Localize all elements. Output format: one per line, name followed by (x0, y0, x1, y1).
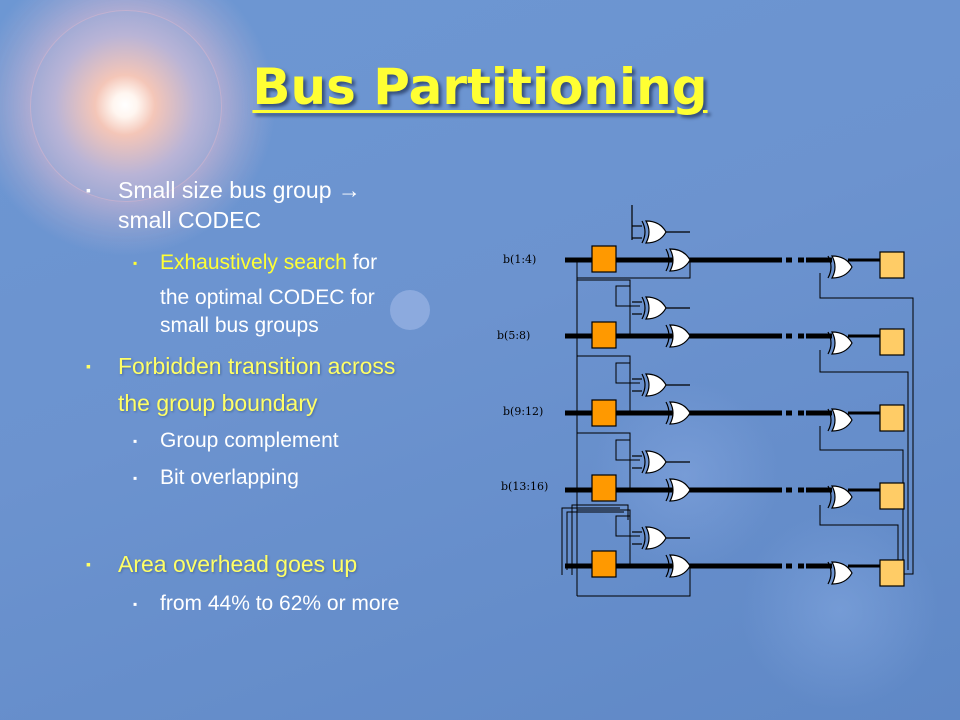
bullet-marker: ▪ (133, 434, 138, 448)
subbullet-rest-text: for (346, 251, 378, 274)
xor-gate-lower-row4 (668, 478, 691, 502)
codec-block-right-row1 (879, 251, 905, 279)
xor-gate-right-row5 (830, 561, 853, 585)
xor-gate-right-row4 (830, 485, 853, 509)
bullet-marker: ▪ (86, 556, 91, 572)
outer-loop-wire (571, 504, 629, 575)
xor-gate-upper-row5 (644, 526, 667, 550)
encoder-block-left-row5 (591, 550, 617, 578)
xor-gate-right-row3 (830, 408, 853, 432)
subbullet-text-line2: the optimal CODEC for (160, 286, 375, 309)
feedback-wire (576, 336, 664, 412)
feedback-wire (615, 515, 640, 537)
subbullet-text-line1: Exhaustively search for (160, 250, 377, 276)
xor-gate-upper-row1-input-arc (641, 220, 646, 244)
xor-gate-upper-row2 (644, 296, 667, 320)
bullet-text-line1: Forbidden transition across (118, 353, 396, 379)
encoder-block-left-row1 (591, 245, 617, 273)
xor-gate-right-row3-input-arc (827, 408, 832, 432)
outer-loop-wire (566, 511, 624, 570)
feedback-wire (576, 413, 664, 489)
encoder-block-left-row4 (591, 474, 617, 502)
xor-gate-lower-row3 (668, 401, 691, 425)
codec-block-right-row3 (879, 404, 905, 432)
feedback-wire (576, 260, 664, 335)
bullet-marker: ▪ (86, 182, 91, 198)
feedback-wire (615, 362, 640, 384)
xor-gate-lower-row2 (668, 324, 691, 348)
xor-gate-lower-row5 (668, 554, 691, 578)
subbullet-text: Bit overlapping (160, 466, 299, 489)
feedback-wire (615, 285, 640, 307)
xor-gate-upper-row4 (644, 450, 667, 474)
xor-gate-right-row2-input-arc (827, 331, 832, 355)
bus-label-13-16: b(13:16) (501, 480, 548, 493)
right-side-wire (819, 350, 909, 570)
encoder-block-left-row2 (591, 321, 617, 349)
xor-gate-upper-row4-input-arc (641, 450, 646, 474)
outer-loop-wire (577, 568, 691, 597)
highlight-text: Exhaustively search (160, 251, 347, 274)
bullet-marker: ▪ (133, 471, 138, 485)
xor-gate-lower-row2-input-arc (665, 324, 670, 348)
xor-gate-lower-row5-input-arc (665, 554, 670, 578)
codec-block-right-row4 (879, 482, 905, 510)
bus-label-5-8: b(5:8) (497, 329, 530, 342)
bus-label-9-12: b(9:12) (503, 405, 543, 418)
bullet-text-line2: the group boundary (118, 390, 318, 416)
xor-gate-right-row5-input-arc (827, 561, 832, 585)
xor-gate-lower-row1 (668, 248, 691, 272)
xor-gate-upper-row1 (644, 220, 667, 244)
subbullet-text-line3: small bus groups (160, 314, 319, 337)
xor-gate-upper-row3 (644, 373, 667, 397)
bullet-marker: ▪ (133, 597, 138, 611)
xor-gate-right-row1-input-arc (827, 255, 832, 279)
slide-title: Bus Partitioning (252, 58, 708, 116)
right-side-wire (819, 273, 914, 575)
circuit-wiring (561, 205, 914, 597)
codec-block-right-row2 (879, 328, 905, 356)
bus-labels: b(1:4) b(5:8) b(9:12) b(13:16) (497, 253, 548, 493)
subbullet-text: Group complement (160, 429, 339, 452)
outer-loop-wire (576, 262, 691, 596)
xor-gate-right-row2 (830, 331, 853, 355)
codec-block-right-row5 (879, 559, 905, 587)
xor-gate-lower-row1-input-arc (665, 248, 670, 272)
xor-gate-right-row1 (830, 255, 853, 279)
xor-gate-lower-row3-input-arc (665, 401, 670, 425)
xor-gate-upper-row2-input-arc (641, 296, 646, 320)
bus-label-1-4: b(1:4) (503, 253, 536, 266)
xor-gate-right-row4-input-arc (827, 485, 832, 509)
bullet-text-line2: small CODEC (118, 207, 262, 233)
xor-gate-upper-row3-input-arc (641, 373, 646, 397)
xor-gate-upper-row5-input-arc (641, 526, 646, 550)
feedback-wire (615, 439, 640, 461)
encoder-block-left-row3 (591, 399, 617, 427)
bullet-marker: ▪ (86, 358, 91, 374)
subbullet-text: from 44% to 62% or more (160, 592, 400, 615)
right-side-wire (819, 505, 899, 560)
outer-loop-wire (561, 507, 620, 575)
bullet-text-line1: Small size bus group → (118, 177, 361, 203)
bullet-marker: ▪ (133, 256, 138, 270)
bullet-text: Area overhead goes up (118, 551, 358, 577)
xor-gate-lower-row4-input-arc (665, 478, 670, 502)
